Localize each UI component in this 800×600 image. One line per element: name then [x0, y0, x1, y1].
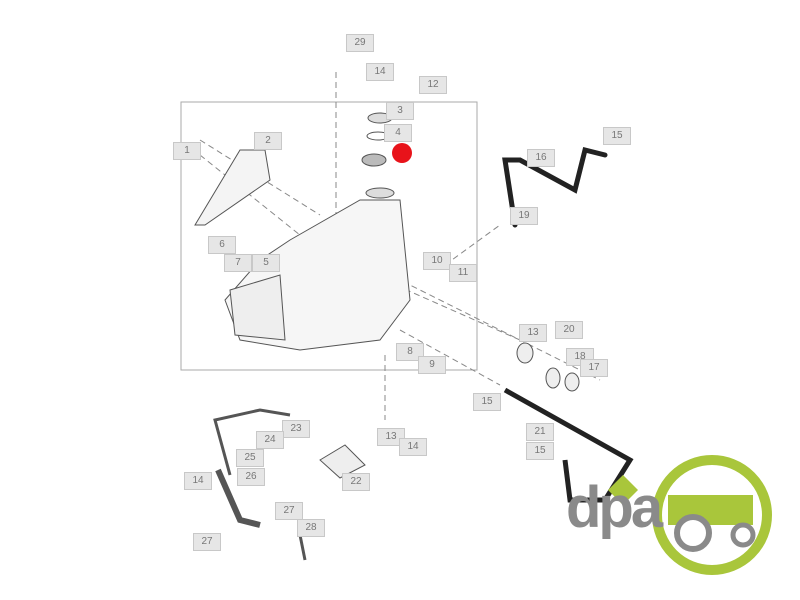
part-callout-26: 26 [237, 468, 265, 486]
part-callout-24: 24 [256, 431, 284, 449]
part-callout-28: 28 [297, 519, 325, 537]
part-callout-23: 23 [282, 420, 310, 438]
part-callout-20: 20 [555, 321, 583, 339]
part-callout-27: 27 [275, 502, 303, 520]
part-callout-4: 4 [384, 124, 412, 142]
part-callout-16: 16 [527, 149, 555, 167]
part-callout-12: 12 [419, 76, 447, 94]
part-callout-15: 15 [603, 127, 631, 145]
part-callout-2: 2 [254, 132, 282, 150]
part-callout-1: 1 [173, 142, 201, 160]
part-callout-27: 27 [193, 533, 221, 551]
logo-text: dpa [566, 475, 663, 540]
part-callout-17: 17 [580, 359, 608, 377]
part-callout-21: 21 [526, 423, 554, 441]
part-callout-14: 14 [184, 472, 212, 490]
part-callout-11: 11 [449, 264, 477, 282]
part-callout-13: 13 [377, 428, 405, 446]
part-callout-15: 15 [473, 393, 501, 411]
part-callout-10: 10 [423, 252, 451, 270]
part-callout-29: 29 [346, 34, 374, 52]
part-callout-8: 8 [396, 343, 424, 361]
part-callout-19: 19 [510, 207, 538, 225]
part-callout-14: 14 [399, 438, 427, 456]
part-callout-15: 15 [526, 442, 554, 460]
part-callout-9: 9 [418, 356, 446, 374]
part-callout-5: 5 [252, 254, 280, 272]
part-callout-3: 3 [386, 102, 414, 120]
part-callout-25: 25 [236, 449, 264, 467]
dpa-logo [608, 455, 772, 575]
highlight-marker [392, 143, 412, 163]
part-callout-6: 6 [208, 236, 236, 254]
part-callout-14: 14 [366, 63, 394, 81]
part-callout-7: 7 [224, 254, 252, 272]
part-callout-13: 13 [519, 324, 547, 342]
part-callout-22: 22 [342, 473, 370, 491]
